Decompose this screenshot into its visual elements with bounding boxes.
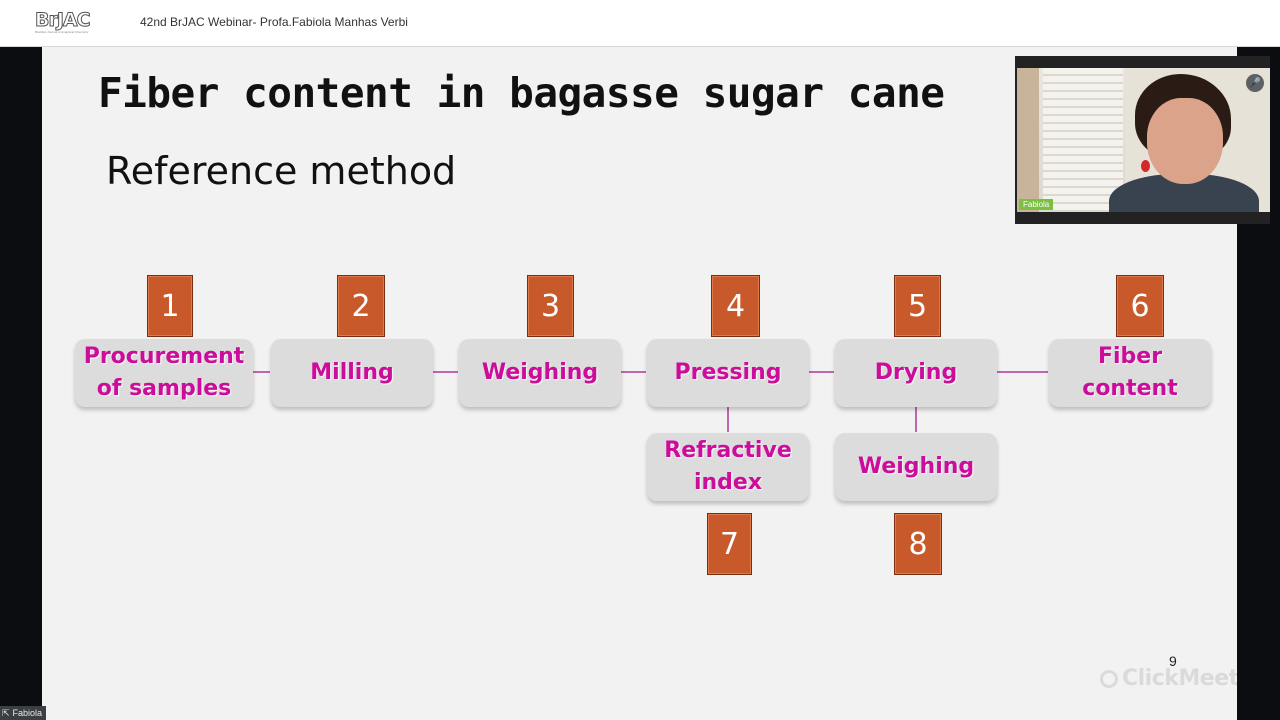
step-box-drying: Drying xyxy=(835,339,997,407)
presenter-earring xyxy=(1141,160,1150,172)
screen-share-icon: ⇱ xyxy=(2,708,10,718)
step-label: Procurement of samples xyxy=(83,344,245,401)
slide-title: Fiber content in bagasse sugar cane xyxy=(98,69,945,117)
logo-subtitle: Brazilian Journal of Analytical Chemistr… xyxy=(35,30,89,34)
step-box-procurement: Procurement of samples xyxy=(75,339,253,407)
step-box-fiber-content: Fiber content xyxy=(1049,339,1211,407)
brjac-logo: BrJAC Brazilian Journal of Analytical Ch… xyxy=(35,10,97,38)
step-box-refractive-index: Refractive index xyxy=(647,433,809,501)
step-box-pressing: Pressing xyxy=(647,339,809,407)
step-label: Fiber content xyxy=(1082,344,1178,401)
step-number-2: 2 xyxy=(337,275,385,337)
step-number-1: 1 xyxy=(147,275,193,337)
background-blinds xyxy=(1043,68,1123,212)
video-panel[interactable]: 🎤 Fabiola xyxy=(1015,56,1270,224)
step-box-milling: Milling xyxy=(271,339,433,407)
step-label: Pressing xyxy=(674,360,782,385)
logo-text: BrJAC xyxy=(35,9,92,31)
step-label: Weighing xyxy=(481,360,599,385)
webinar-title: 42nd BrJAC Webinar- Profa.Fabiola Manhas… xyxy=(140,15,408,29)
step-label: Drying xyxy=(874,360,958,385)
step-label: Milling xyxy=(310,360,394,385)
step-number-4: 4 xyxy=(711,275,760,337)
clickmeeting-logo-icon xyxy=(1100,669,1118,688)
presenter-tag: ⇱ Fabiola xyxy=(0,706,47,720)
step-number-6: 6 xyxy=(1116,275,1164,337)
flow-connectors xyxy=(253,371,1048,432)
background-window xyxy=(1017,68,1039,212)
step-number-5: 5 xyxy=(894,275,941,337)
step-box-weighing: Weighing xyxy=(459,339,621,407)
microphone-icon[interactable]: 🎤 xyxy=(1246,74,1264,92)
slide-subtitle: Reference method xyxy=(106,149,457,193)
presenter-face xyxy=(1147,98,1223,184)
step-label: Refractive index xyxy=(664,438,792,495)
page-number: 9 xyxy=(1169,653,1177,669)
webcam-feed xyxy=(1017,68,1270,212)
participant-name-tag: Fabiola xyxy=(1019,199,1054,210)
top-bar: BrJAC Brazilian Journal of Analytical Ch… xyxy=(0,0,1280,47)
step-label: Weighing xyxy=(857,454,975,479)
presenter-name: Fabiola xyxy=(12,708,43,718)
clickmeeting-watermark: ClickMeeting xyxy=(1100,666,1237,691)
step-number-7: 7 xyxy=(707,513,752,575)
step-box-weighing-2: Weighing xyxy=(835,433,997,501)
watermark-text: ClickMeeting xyxy=(1122,666,1237,691)
step-number-3: 3 xyxy=(527,275,574,337)
step-number-8: 8 xyxy=(894,513,942,575)
